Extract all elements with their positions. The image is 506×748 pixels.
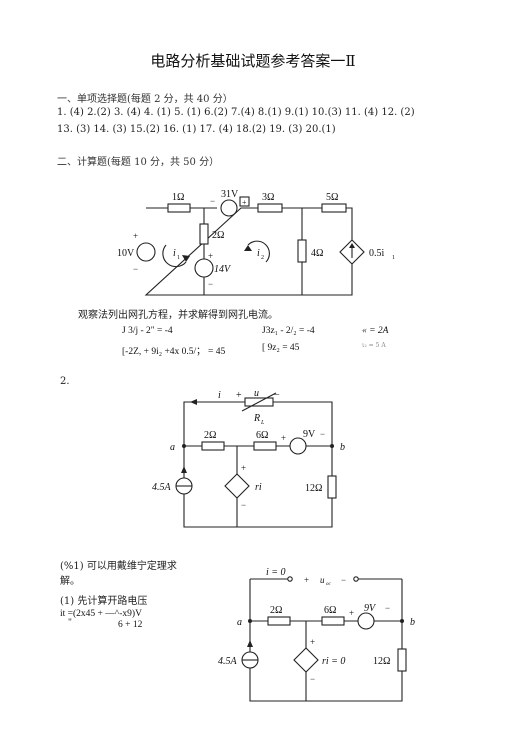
- label-14v: 14V: [214, 264, 232, 275]
- label-2ohm-c2: 2Ω: [204, 430, 216, 441]
- voltage-source-9v-c2: [289, 437, 307, 455]
- resistor-5ohm: [321, 203, 347, 213]
- mesh-label-2: i: [257, 248, 260, 259]
- plus-box-31v: [239, 196, 250, 207]
- p2-formula: it =(2x45 + —^-x9)V: [60, 609, 142, 619]
- resistor-2ohm: [199, 223, 209, 245]
- label-9v-c3: 9V: [364, 603, 377, 614]
- label-3ohm: 3Ω: [262, 192, 274, 203]
- p1-eq-1: J 3/j - 2" = -4: [122, 326, 173, 336]
- p1-result-note: ι₂ = 5 A: [362, 342, 386, 349]
- answers-line-2: 13. (3) 14. (3) 15.(2) 16. (1) 17. (4) 1…: [57, 124, 336, 135]
- label-i: i: [218, 390, 221, 401]
- dependent-voltage-source-c2: [224, 473, 250, 499]
- sign-minus-ri-c3: −: [310, 674, 315, 684]
- voltage-source-31v: [220, 199, 238, 217]
- p1-eq-4: [ 9z₂ = 45: [262, 343, 300, 353]
- voltage-source-14v: [194, 258, 214, 278]
- sign-plus-10v: +: [133, 231, 138, 241]
- mesh-label-1-sub: 1: [177, 255, 180, 261]
- label-dep-source-sub: 1: [392, 255, 395, 261]
- label-rl-sub: L: [260, 420, 265, 426]
- label-node-b: b: [340, 442, 345, 453]
- sign-plus-ri-c3: +: [310, 637, 315, 647]
- resistor-3ohm: [257, 203, 283, 213]
- label-5ohm: 5Ω: [326, 192, 338, 203]
- p2-formula-tick: ": [68, 618, 72, 628]
- p1-result: « = 2A: [362, 326, 389, 336]
- label-u: u: [254, 388, 259, 399]
- question-2-label: 2.: [60, 376, 70, 387]
- p2-formula-denominator: 6 + 12: [118, 620, 143, 630]
- sign-plus-9v-c2: +: [281, 433, 286, 443]
- sign-minus-14v: −: [208, 279, 213, 289]
- sign-minus-rl: −: [274, 390, 280, 401]
- label-6ohm-c3: 6Ω: [324, 605, 336, 616]
- label-node-a: a: [170, 442, 175, 453]
- label-node-b-c3: b: [410, 617, 415, 628]
- page-title: 电路分析基础试题参考答案一Ⅱ: [150, 52, 356, 70]
- answers-line-1: 1. (4) 2.(2) 3. (4) 4. (1) 5. (1) 6.(2) …: [57, 107, 415, 118]
- sign-plus-ri-c2: +: [241, 463, 246, 473]
- resistor-12ohm-c2: [327, 475, 337, 499]
- resistor-2ohm-c2: [201, 441, 225, 451]
- p2-text-2: 解。: [60, 576, 80, 587]
- sign-plus-uoc: +: [304, 575, 309, 585]
- label-dep-source: 0.5i: [369, 248, 385, 259]
- sign-plus-rl: +: [236, 390, 242, 401]
- label-31v: 31V: [221, 189, 239, 200]
- mesh-label-1: i: [173, 248, 176, 259]
- sign-minus-10v: −: [133, 264, 138, 274]
- sign-plus-9v-c3: +: [349, 608, 354, 618]
- p2-text-1: (%1) 可以用戴维宁定理求: [60, 561, 177, 572]
- sign-minus-31v: −: [210, 196, 215, 206]
- p1-eq-3: [-2Z, + 9i₂ +4x 0.5/； = 45: [122, 347, 226, 357]
- resistor-2ohm-c3: [267, 616, 291, 626]
- sign-plus-31v: +: [242, 198, 247, 207]
- label-node-a-c3: a: [237, 617, 242, 628]
- p1-intro: 观察法列出网孔方程，并求解得到网孔电流。: [78, 310, 278, 321]
- label-9v-c2: 9V: [303, 429, 316, 440]
- resistor-4ohm: [297, 239, 307, 263]
- sign-minus-9v-c2: −: [320, 429, 325, 439]
- label-ri-zero: ri = 0: [322, 656, 345, 667]
- label-12ohm-c3: 12Ω: [373, 656, 390, 667]
- label-i-zero: i = 0: [266, 567, 286, 578]
- label-rl: R: [253, 413, 260, 424]
- label-2ohm-c3: 2Ω: [270, 605, 282, 616]
- label-4-5a-c2: 4.5A: [152, 482, 172, 493]
- label-uoc: u: [320, 575, 325, 585]
- label-1ohm: 1Ω: [172, 192, 184, 203]
- resistor-6ohm-c2: [253, 441, 277, 451]
- resistor-12ohm-c3: [397, 648, 407, 672]
- sign-minus-ri-c2: −: [241, 500, 246, 510]
- sign-plus-14v: +: [208, 251, 213, 261]
- mesh-arrow-1: [162, 244, 187, 268]
- resistor-6ohm-c3: [321, 616, 345, 626]
- label-ri-c2: ri: [255, 482, 262, 493]
- label-uoc-sub: oc: [326, 582, 332, 587]
- sign-minus-9v-c3: −: [385, 603, 390, 613]
- section1-heading: 一、单项选择题(每题 2 分，共 40 分）: [57, 94, 233, 105]
- label-6ohm-c2: 6Ω: [256, 430, 268, 441]
- p1-eq-2: J3z₁ - 2/₂ = -4: [262, 326, 315, 336]
- voltage-source-10v: [136, 242, 156, 262]
- label-4-5a-c3: 4.5A: [218, 656, 238, 667]
- resistor-1ohm: [167, 203, 191, 213]
- voltage-source-9v-c3: [357, 612, 375, 630]
- label-2ohm: 2Ω: [212, 230, 224, 241]
- label-10v: 10V: [117, 248, 135, 259]
- label-12ohm-c2: 12Ω: [305, 483, 322, 494]
- p2-step: (1) 先计算开路电压: [60, 596, 148, 607]
- mesh-label-2-sub: 2: [261, 255, 264, 261]
- sign-minus-uoc: −: [341, 575, 346, 585]
- label-4ohm: 4Ω: [311, 248, 323, 259]
- dependent-voltage-source-c3: [293, 647, 319, 673]
- mesh-arrow-2: [247, 240, 270, 263]
- section2-heading: 二、计算题(每题 10 分，共 50 分）: [57, 157, 220, 168]
